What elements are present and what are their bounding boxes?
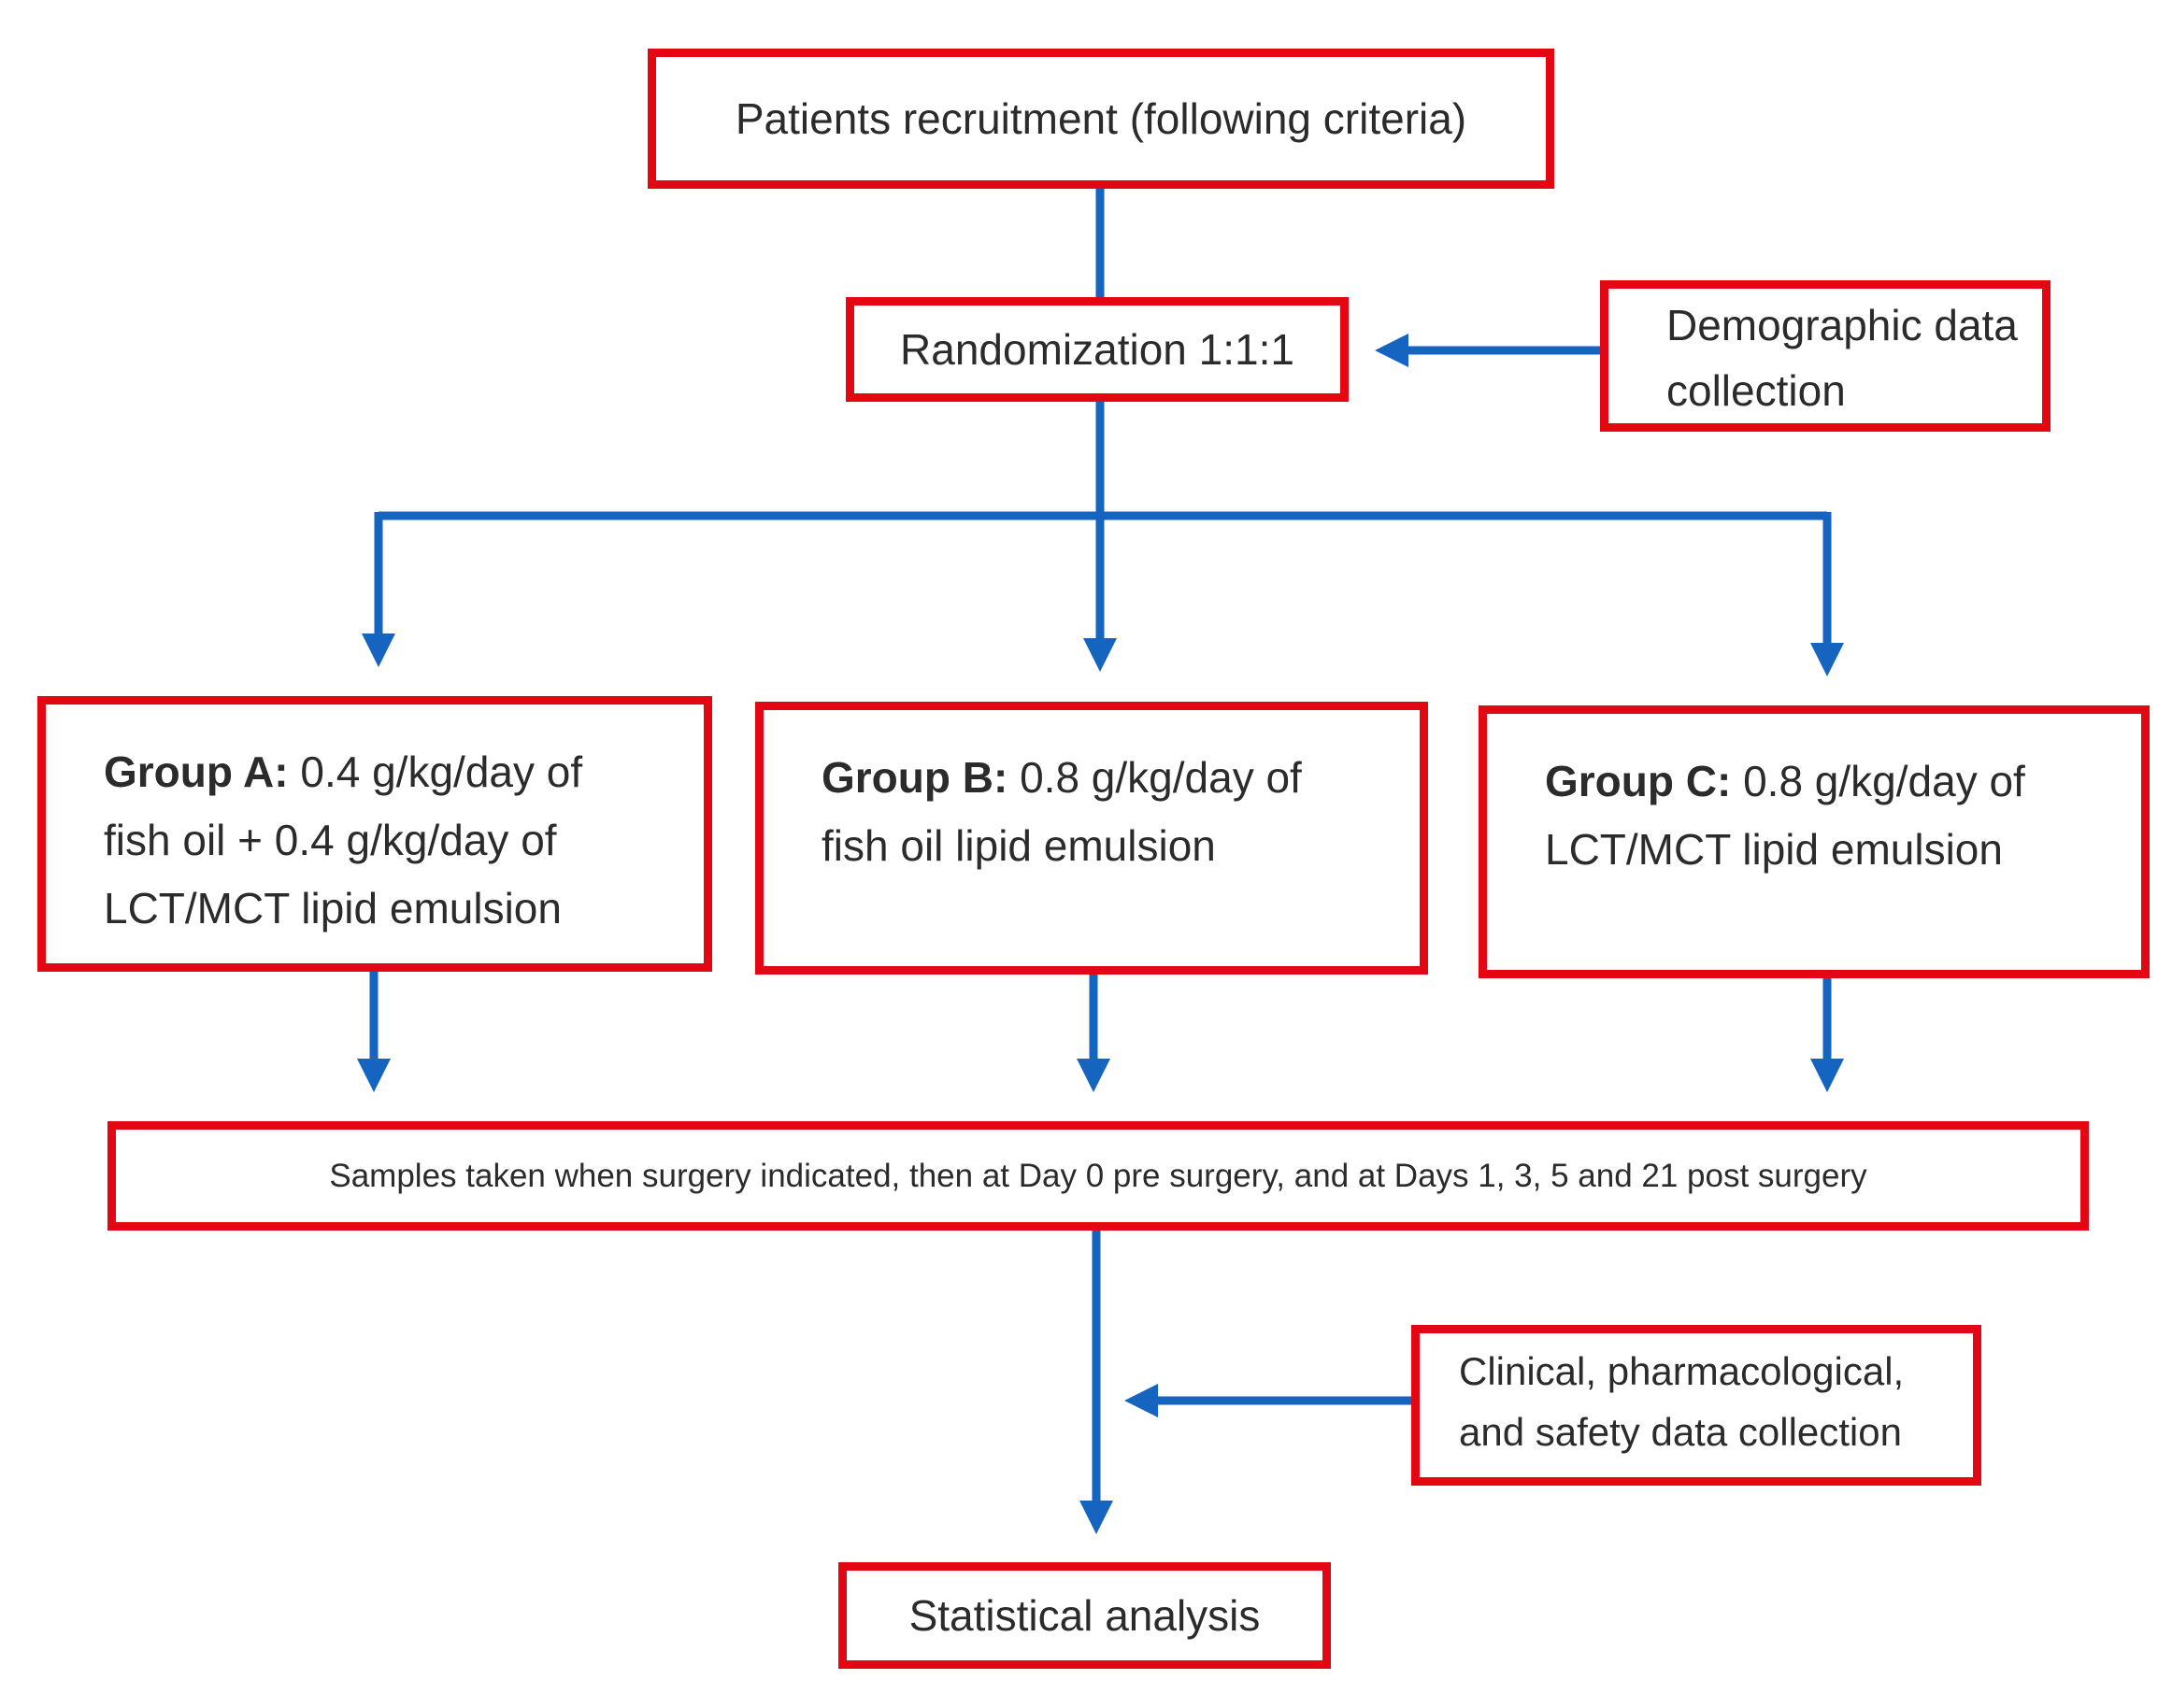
group-c-line-2: LCT/MCT lipid emulsion <box>1545 825 2003 874</box>
group-c-line-1: Group C: 0.8 g/kg/day of <box>1545 747 2104 816</box>
recruitment-box: Patients recruitment (following criteria… <box>648 49 1554 189</box>
demographic-line-2: collection <box>1666 366 1846 415</box>
statistical-label: Statistical analysis <box>908 1591 1261 1640</box>
demographic-data-box: Demographic data collection <box>1600 280 2051 432</box>
group-a-dose: 0.4 g/kg/day of <box>288 747 583 796</box>
group-a-label: Group A: <box>104 747 289 796</box>
samples-box: Samples taken when surgery indicated, th… <box>107 1121 2089 1231</box>
clinical-line-2: and safety data collection <box>1459 1410 1902 1454</box>
group-b-dose: 0.8 g/kg/day of <box>1007 753 1302 802</box>
group-b-line-2: fish oil lipid emulsion <box>822 821 1216 870</box>
group-c-dose: 0.8 g/kg/day of <box>1731 757 2025 805</box>
group-a-box: Group A: 0.4 g/kg/day of fish oil + 0.4 … <box>37 696 712 972</box>
group-c-label: Group C: <box>1545 757 1732 805</box>
randomization-box: Randomization 1:1:1 <box>846 297 1349 402</box>
group-a-line-3: LCT/MCT lipid emulsion <box>104 884 562 932</box>
clinical-data-box: Clinical, pharmacological, and safety da… <box>1411 1325 1981 1486</box>
randomization-label: Randomization 1:1:1 <box>900 325 1294 374</box>
group-b-label: Group B: <box>822 753 1008 802</box>
demographic-line-1: Demographic data <box>1666 301 2018 349</box>
group-a-line-1: Group A: 0.4 g/kg/day of <box>104 738 666 806</box>
group-b-line-1: Group B: 0.8 g/kg/day of <box>822 744 1382 812</box>
statistical-analysis-box: Statistical analysis <box>838 1562 1331 1669</box>
group-a-line-2: fish oil + 0.4 g/kg/day of <box>104 816 557 864</box>
group-c-box: Group C: 0.8 g/kg/day of LCT/MCT lipid e… <box>1479 705 2150 978</box>
group-b-box: Group B: 0.8 g/kg/day of fish oil lipid … <box>755 702 1428 975</box>
recruitment-label: Patients recruitment (following criteria… <box>735 94 1467 143</box>
samples-label: Samples taken when surgery indicated, th… <box>329 1157 1867 1194</box>
clinical-line-1: Clinical, pharmacological, <box>1459 1349 1905 1393</box>
